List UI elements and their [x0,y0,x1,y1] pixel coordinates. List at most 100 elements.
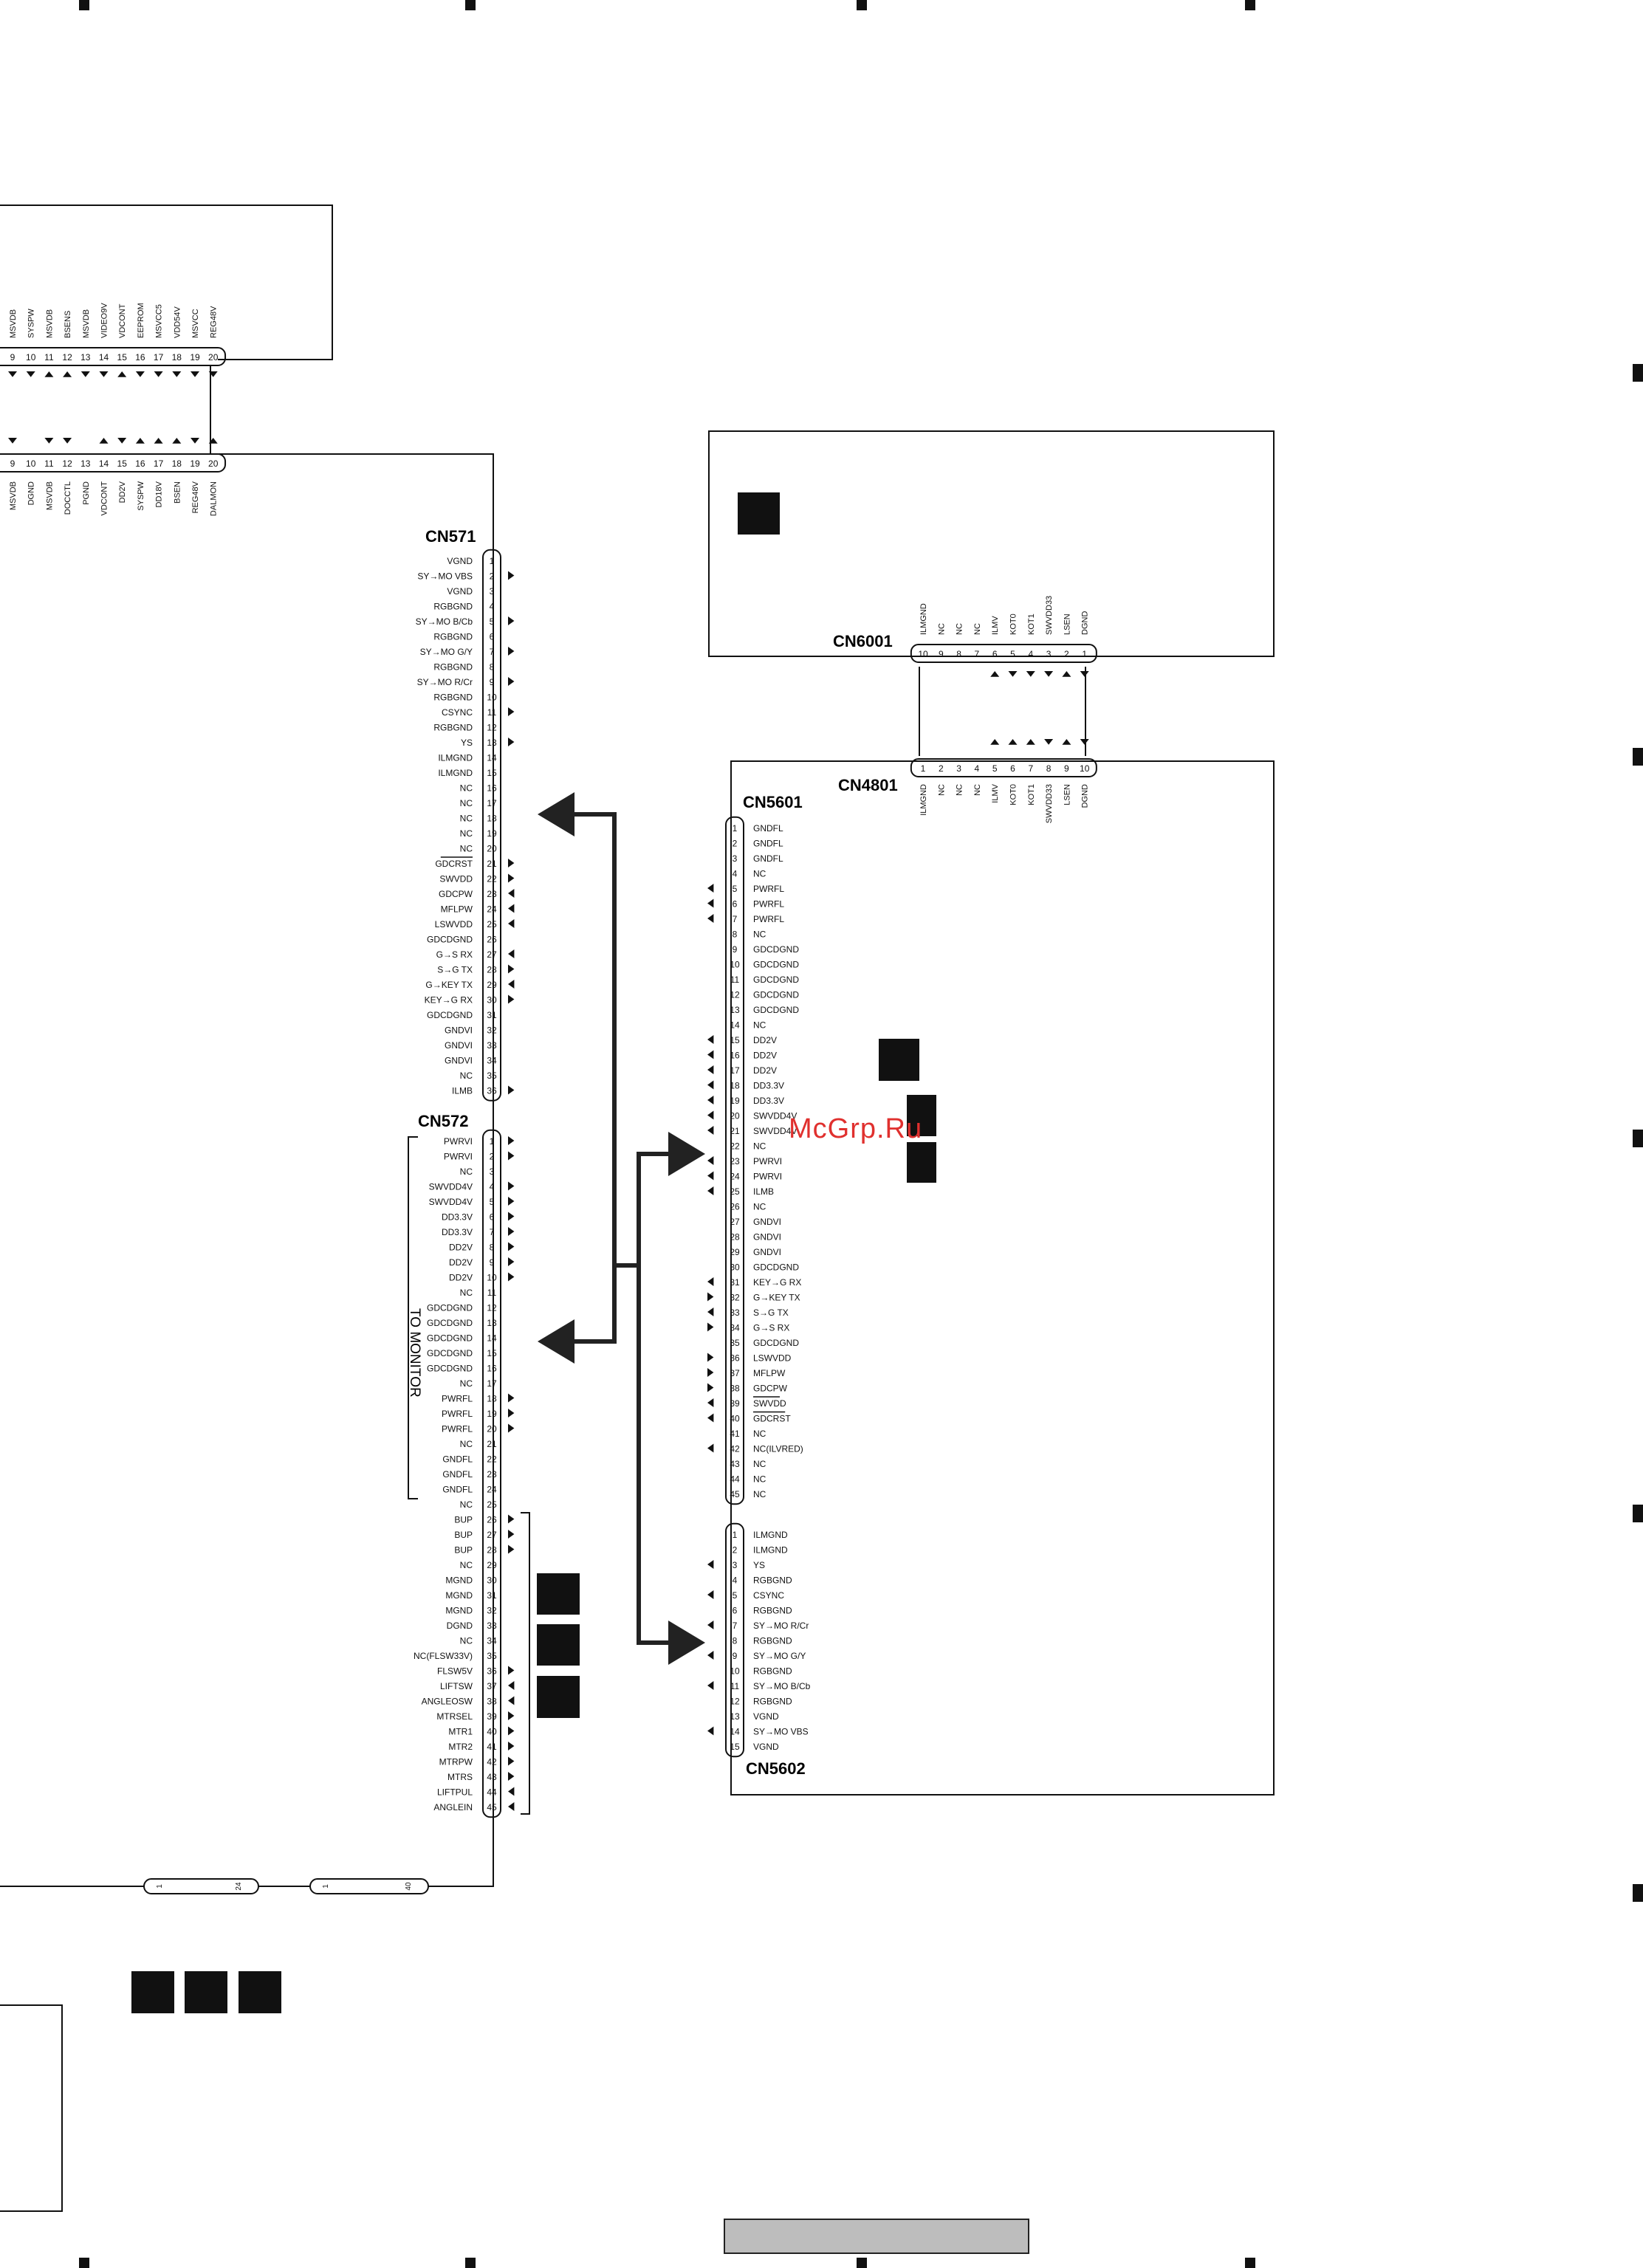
top_lower-pin-number: 20 [208,458,219,469]
cn572-pin-number: 27 [487,1530,497,1540]
cn571-signal-arrow [508,677,515,686]
top_upper-pin-number: 20 [208,352,219,362]
cn4801-pin-number: 8 [1046,763,1052,774]
cn5601-pin-number: 4 [733,869,738,879]
cn5601-pin-number: 38 [730,1384,740,1394]
cn5601-signal-arrow [707,1186,714,1195]
bottom-pin-last: 40 [405,1882,413,1891]
cn571-signal-arrow [508,904,515,913]
cn572-pin-number: 24 [487,1485,497,1495]
cn572-signal-arrow [508,1136,515,1145]
cn571-pin-label: KEY→G RX [425,995,473,1006]
cn5602-pin-number: 10 [730,1666,740,1677]
cn571-pin-label: SY→MO B/Cb [416,616,473,627]
cn6001-pin-number: 3 [1046,649,1052,659]
cn5602-pin-number: 2 [733,1545,738,1556]
cn6001-pin-label: ILMGND [919,603,928,635]
cn5602-pin-label: SY→MO R/Cr [753,1621,809,1631]
cn572-pin-label: BUP [454,1545,473,1556]
cn5601-pin-number: 40 [730,1414,740,1424]
cn5601-signal-arrow [707,1353,714,1362]
cn572-signal-arrow [508,1151,515,1161]
cn571-signal-arrow [508,964,515,974]
cn572-pin-label: GNDFL [442,1469,473,1480]
cn5602-pin-number: 1 [733,1530,738,1540]
cn572-signal-arrow [508,1409,515,1418]
cn571-pin-number: 2 [490,571,495,582]
cn572-pin-label: PWRVI [444,1152,473,1162]
cn571-pin-number: 16 [487,783,497,794]
cn572-pin-label: MGND [445,1606,473,1616]
cn6001-pin-label: KOT1 [1027,614,1036,635]
cn572-pin-number: 36 [487,1666,497,1677]
cn5602-pin-label: SY→MO VBS [753,1727,809,1737]
cn5601-signal-arrow [707,1413,714,1423]
top_upper-signal-arrow [99,371,109,377]
cn572-pin-label: NC [460,1636,473,1646]
cn5601-signal-arrow [707,1368,714,1377]
cn5601-pin-number: 22 [730,1141,740,1152]
cn5601-pin-number: 12 [730,990,740,1000]
top_lower-pin-number: 19 [190,458,200,469]
cn572-pin-label: DD3.3V [442,1212,473,1223]
cn571-pin-label: RGBGND [433,662,473,673]
cn572-pin-label: DD2V [449,1273,473,1283]
cn572-signal-arrow [508,1742,515,1750]
cn5602-signal-arrow [707,1590,714,1599]
cn571-pin-number: 18 [487,814,497,824]
cn4801-pin-label: ILMGND [919,784,928,816]
connector-cn6001: 10ILMGND9NC8NC7NC6ILMV5KOT04KOT13SWVDD33… [910,596,1097,677]
cn571-pin-label: SWVDD [439,874,473,884]
cn5601-pin-label: GNDVI [753,1232,781,1243]
registration-marks [79,0,1643,2268]
cn6001-signal-arrow [1008,671,1018,677]
cn572-signal-arrow [508,1756,515,1766]
cn5602-pin-number: 12 [730,1697,740,1707]
cn5601-pin-label: GDCDGND [753,1338,799,1348]
cn572-pin-label: NC [460,1288,473,1298]
cn5601-pin-number: 23 [730,1156,740,1166]
cn571-signal-arrow [508,873,515,883]
cn5601-pin-label: MFLPW [753,1368,786,1378]
cn5601-signal-arrow [707,1050,714,1059]
cn6001-pin-number: 8 [956,649,961,659]
top_upper-pin-label: MSVCC5 [155,304,164,338]
cn6001-title: CN6001 [833,632,893,650]
cn572-pin-label: PWRFL [442,1409,473,1419]
cn572-pin-number: 2 [490,1152,495,1162]
cn572-pin-number: 41 [487,1742,497,1752]
cn5601-pin-label: DD2V [753,1035,777,1045]
cn5601-pin-number: 17 [730,1065,740,1076]
cn572-pin-number: 3 [490,1166,495,1177]
cn572-pin-number: 37 [487,1681,497,1691]
cn571-pin-number: 36 [487,1086,497,1096]
top_lower-pin-label: DD2V [118,481,127,503]
cn572-pin-number: 6 [490,1212,495,1223]
cn4801-pin-number: 5 [992,763,998,774]
cn572-signal-arrow [508,1711,515,1720]
cn572-signal-arrow [508,1696,515,1705]
cn571-pin-label: YS [461,738,473,748]
cn572-pin-number: 5 [490,1197,495,1207]
cn572-pin-number: 25 [487,1499,497,1510]
cn572-pin-number: 19 [487,1409,497,1419]
cn5601-signal-arrow [707,1110,714,1120]
cn571-pin-label: NC [460,1071,473,1081]
cn5601-signal-arrow [707,1065,714,1074]
top_upper-pin-label: EEPROM [137,303,145,338]
cn5601-pin-column [725,816,744,1505]
cn571-signal-arrow [508,859,515,867]
cn5601-pin-label: GNDVI [753,1217,781,1227]
cn4801-pin-label: DGND [1081,784,1090,808]
cn5601-pin-label: GNDFL [753,853,783,864]
cn572-signal-arrow [508,1530,515,1539]
cn5601-pin-number: 24 [730,1172,740,1182]
cn5601-signal-arrow [707,1383,714,1392]
cn5601-signal-arrow [707,914,714,923]
cn572-pin-label: NC [460,1499,473,1510]
cn5601-pin-number: 32 [730,1293,740,1303]
cn572-pin-label: SWVDD4V [429,1182,473,1192]
top_lower-pin-label: REG48V [191,481,200,513]
cn5601-pin-number: 19 [730,1096,740,1106]
